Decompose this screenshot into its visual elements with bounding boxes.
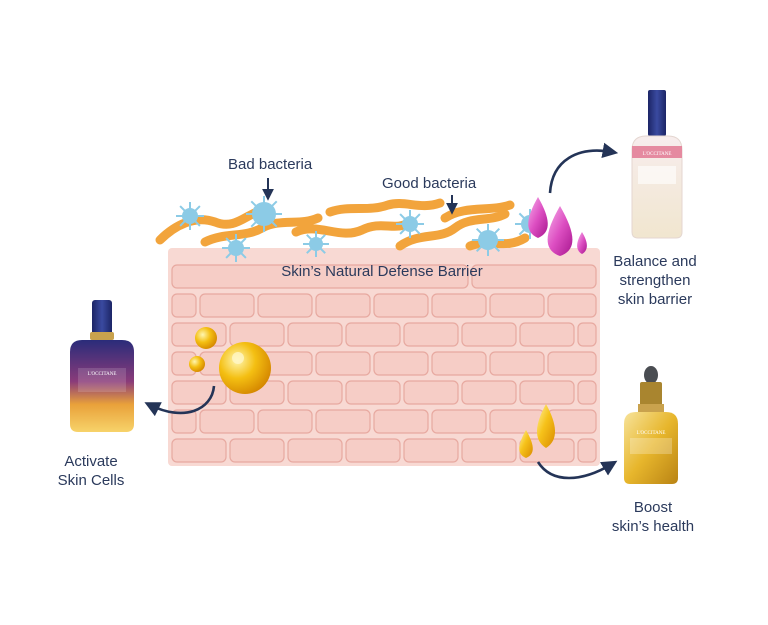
skin-cell bbox=[373, 409, 429, 434]
skin-cell bbox=[373, 351, 429, 376]
oil-brand: L'OCCITANE bbox=[637, 431, 666, 436]
serum-brand: L'OCCITANE bbox=[88, 372, 117, 377]
pink-droplets bbox=[528, 197, 587, 256]
skin-cell bbox=[519, 322, 575, 347]
skin-cell bbox=[257, 293, 313, 318]
skin-cell bbox=[373, 293, 429, 318]
good-bacterium bbox=[440, 200, 515, 223]
bad-bacterium bbox=[472, 224, 504, 256]
skin-cell bbox=[431, 409, 487, 434]
bad-bacterium bbox=[222, 234, 250, 262]
balance-arrow bbox=[548, 142, 619, 194]
skin-cell bbox=[287, 322, 343, 347]
skin-cell bbox=[229, 322, 285, 347]
activate-arrow bbox=[144, 385, 216, 417]
skin-cell bbox=[257, 409, 313, 434]
skin-cell bbox=[519, 380, 575, 405]
skin-cell bbox=[403, 380, 459, 405]
toner-brand: L'OCCITANE bbox=[643, 152, 672, 157]
skin-cell bbox=[403, 322, 459, 347]
skin-cell bbox=[199, 409, 255, 434]
skin-cell bbox=[577, 380, 597, 405]
skin-cell bbox=[489, 351, 545, 376]
skin-cell bbox=[229, 438, 285, 463]
bad-bacterium bbox=[396, 210, 424, 238]
good-bacteria-label: Good bacteria bbox=[382, 175, 477, 192]
boost-arrow bbox=[536, 460, 618, 480]
good-bacterium bbox=[155, 205, 267, 245]
skin-cell bbox=[461, 322, 517, 347]
bad-bacteria-label: Bad bacteria bbox=[228, 156, 313, 173]
good-bacterium bbox=[325, 198, 445, 217]
skin-cell bbox=[547, 351, 597, 376]
gold-droplets-right bbox=[519, 404, 556, 458]
bad-bacterium bbox=[176, 202, 204, 230]
good-bacterium bbox=[395, 209, 510, 251]
skin-cell bbox=[171, 380, 227, 405]
skin-cell bbox=[547, 409, 597, 434]
skin-cell bbox=[287, 380, 343, 405]
bad-bacterium bbox=[303, 231, 329, 257]
oil-bottle-image: L'OCCITANE bbox=[624, 366, 678, 484]
gold-droplets-left bbox=[189, 327, 271, 394]
skin-cell bbox=[431, 293, 487, 318]
skin-cell bbox=[547, 293, 597, 318]
skin-cell bbox=[577, 438, 597, 463]
skin-cell bbox=[489, 409, 545, 434]
skin-cell bbox=[171, 409, 197, 434]
skin-cell bbox=[287, 438, 343, 463]
good-bacterium bbox=[200, 213, 323, 247]
skin-cell bbox=[403, 438, 459, 463]
skin-cell bbox=[431, 351, 487, 376]
toner-bottle-image: L'OCCITANE bbox=[631, 90, 683, 239]
skin-cell bbox=[461, 380, 517, 405]
skin-cell bbox=[171, 264, 469, 289]
skin-cell bbox=[461, 438, 517, 463]
good-bacterium bbox=[465, 233, 530, 251]
skin-cell bbox=[171, 293, 197, 318]
skin-cell bbox=[171, 438, 227, 463]
skin-cell bbox=[345, 380, 401, 405]
skin-cell bbox=[577, 322, 597, 347]
skin-cell bbox=[315, 293, 371, 318]
skin-layer bbox=[168, 248, 600, 466]
skin-cell bbox=[489, 293, 545, 318]
bad-bacterium bbox=[246, 196, 282, 232]
skin-cell bbox=[345, 438, 401, 463]
skin-cell bbox=[315, 409, 371, 434]
skin-cell bbox=[199, 293, 255, 318]
good-bacterium bbox=[291, 217, 415, 238]
defense-barrier-label: Skin’s Natural Defense Barrier bbox=[281, 263, 483, 280]
skin-cell bbox=[315, 351, 371, 376]
skin-cell bbox=[471, 264, 597, 289]
serum-bottle-image: L'OCCITANE bbox=[70, 300, 134, 432]
skin-cell bbox=[345, 322, 401, 347]
